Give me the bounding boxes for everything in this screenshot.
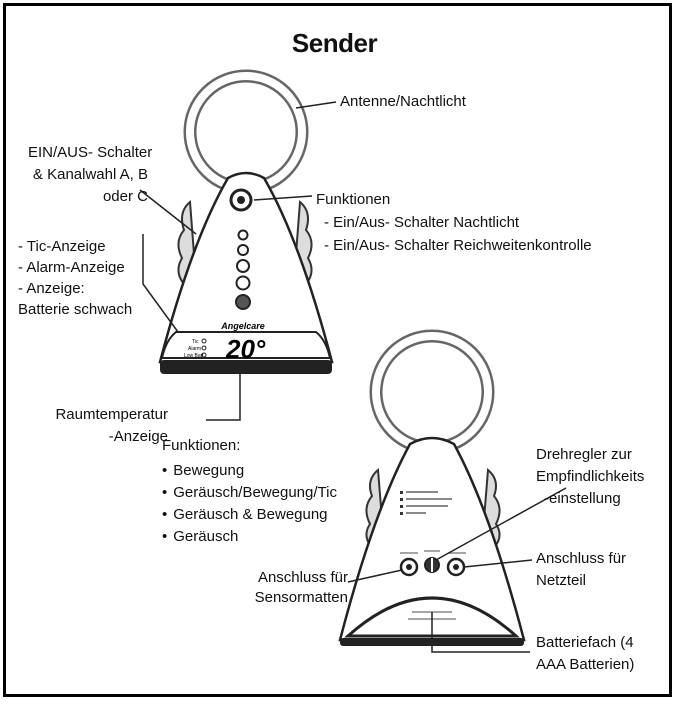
diagram-frame: [3, 3, 672, 697]
front-device: Angelcare 20° Tic Alarm Low Batt: [158, 69, 334, 374]
front-display-panel: [160, 331, 332, 359]
label-battery: Batteriefach (4 AAA Batterien): [536, 634, 635, 673]
display-indicator-tic: Tic: [192, 339, 199, 345]
label-antenna: Antenne/Nachtlicht: [340, 93, 466, 110]
back-body: [338, 436, 526, 642]
list-item: Geräusch: [162, 526, 337, 548]
led-icon: [236, 259, 250, 273]
functions-list: Bewegung Geräusch/Bewegung/Tic Geräusch …: [162, 460, 337, 548]
leader-lines: [139, 101, 567, 653]
label-functions-top: Funktionen - Ein/Aus- Schalter Nachtlich…: [316, 191, 592, 254]
temperature-display: 20°: [225, 334, 266, 364]
list-item: Geräusch/Bewegung/Tic: [162, 482, 337, 504]
front-base: [160, 360, 332, 374]
label-sensitivity-dial: Drehregler zur Empfindlichkeits -einstel…: [536, 446, 645, 507]
label-sensor-jack: Anschluss für Sensormatten: [254, 569, 348, 606]
led-icon: [237, 244, 249, 256]
speaker-icon: [235, 294, 251, 310]
battery-compartment: [344, 596, 520, 638]
function-button-dot: [237, 196, 245, 204]
sensor-jack-icon: [399, 557, 419, 577]
led-icon: [237, 229, 249, 241]
list-item: Geräusch & Bewegung: [162, 504, 337, 526]
label-indicators: - Tic-Anzeige - Alarm-Anzeige - Anzeige:…: [18, 238, 133, 318]
front-antenna-ring-inner: [186, 72, 306, 192]
brand-logo: Angelcare: [220, 321, 265, 331]
label-power-switch: EIN/AUS- Schalter & Kanalwahl A, B oder …: [28, 144, 153, 205]
mode-selector-markings: [400, 491, 452, 515]
diagram-title: Sender: [291, 28, 378, 58]
front-body: [158, 171, 334, 364]
label-room-temp: Raumtemperatur -Anzeige: [55, 406, 168, 445]
label-power-jack: Anschluss für Netzteil: [536, 550, 627, 589]
list-item: Bewegung: [162, 460, 337, 482]
display-indicator-alarm: Alarm: [188, 346, 201, 352]
display-indicator-lowbatt: Low Batt: [184, 353, 204, 359]
functions-list-title: Funktionen:: [162, 437, 241, 454]
led-icon: [235, 275, 251, 291]
back-device: [338, 329, 526, 646]
